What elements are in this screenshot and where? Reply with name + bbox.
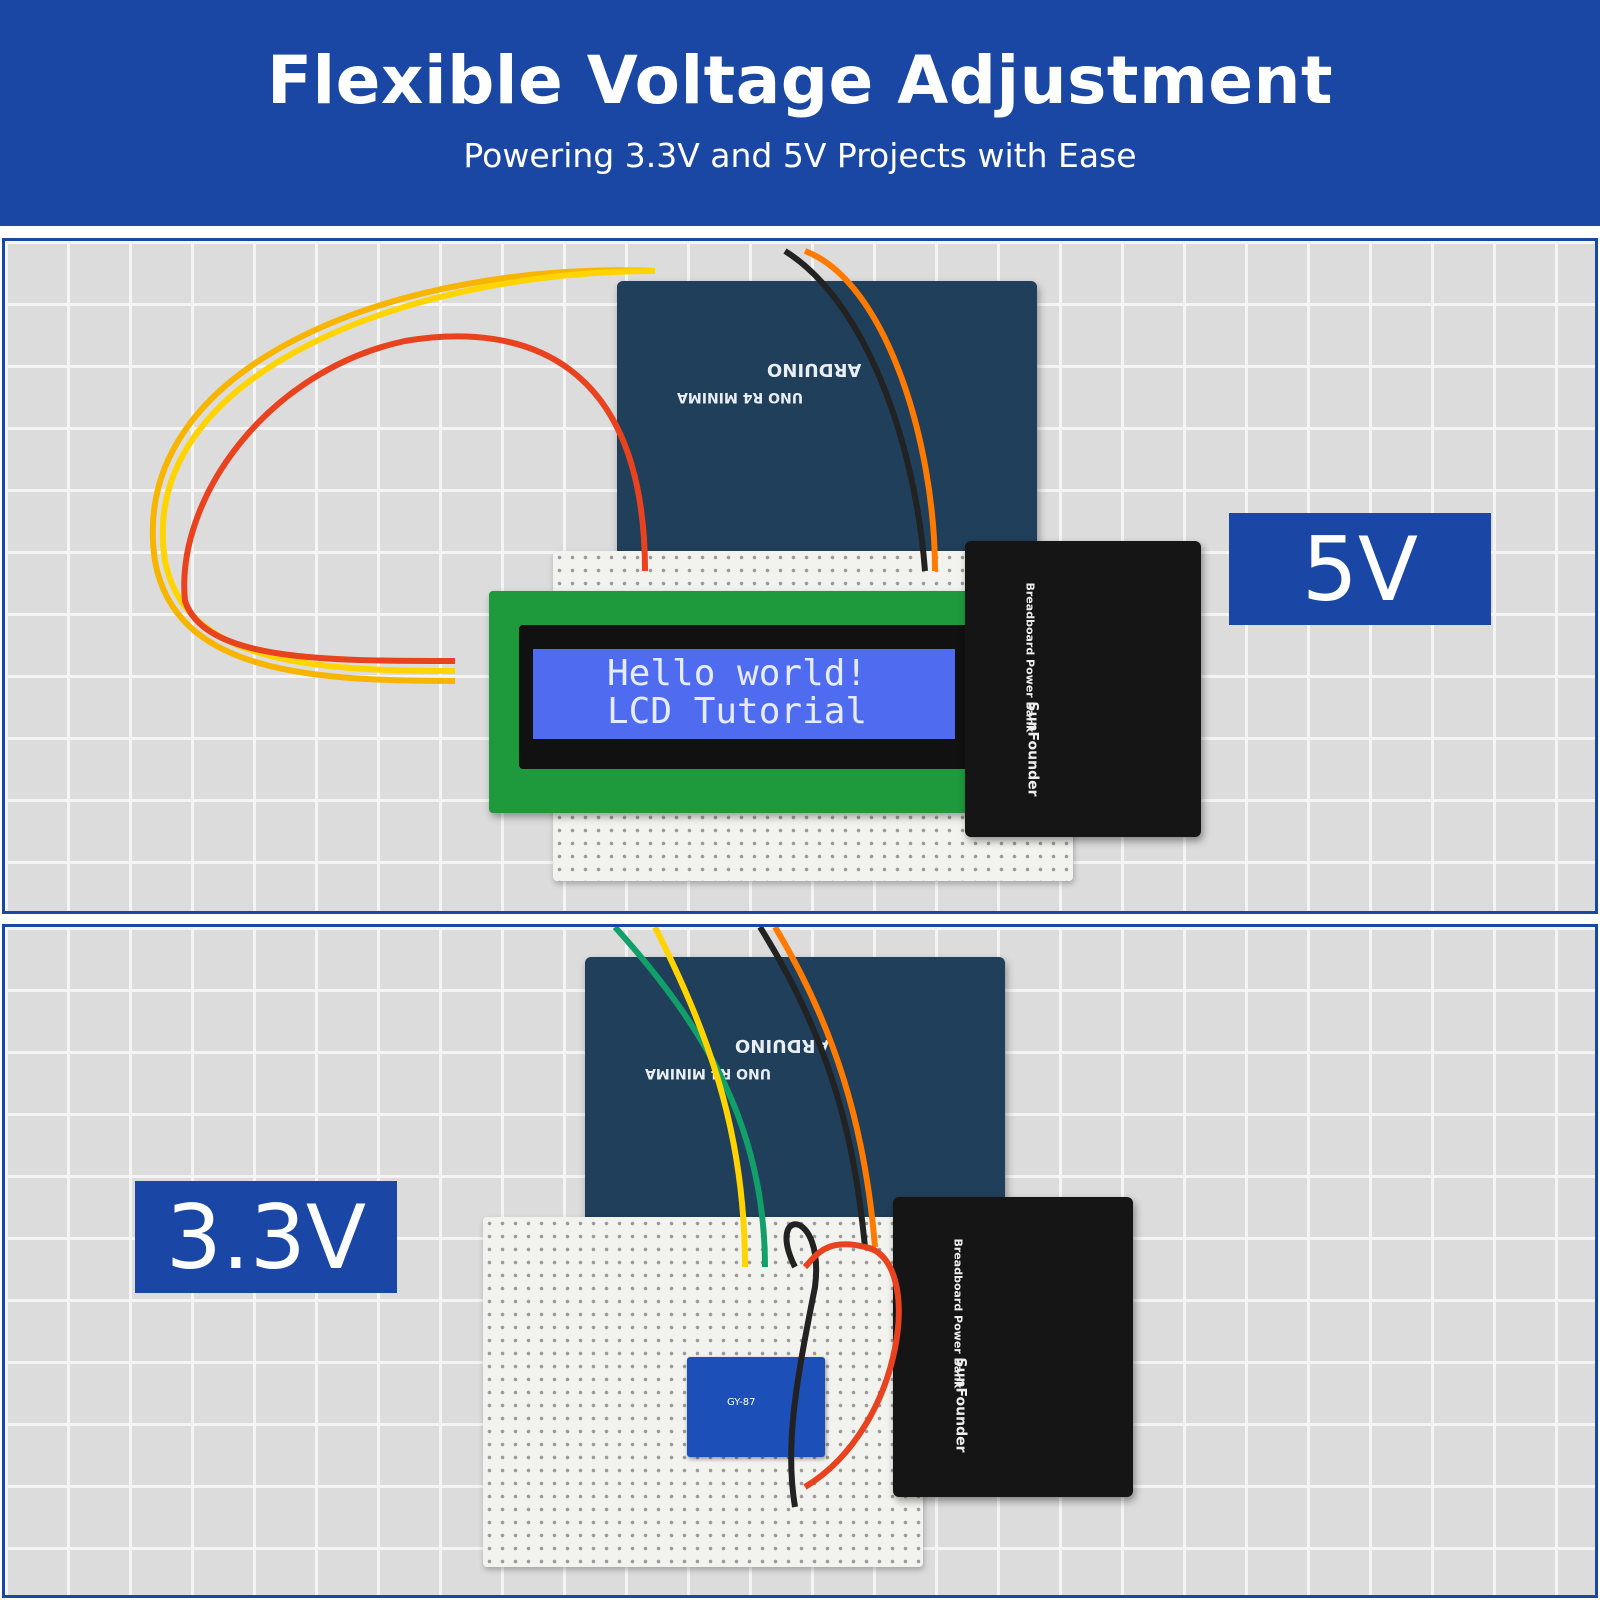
arduino-board: ARDUINO UNO R4 MINIMA [617, 281, 1037, 561]
panel-3v3-photo: ARDUINO UNO R4 MINIMA GY-87 SunFounder B… [2, 924, 1598, 1598]
lcd-line-1: Hello world! [607, 653, 868, 694]
lcd-line-2: LCD Tutorial [607, 691, 868, 732]
voltage-badge-5v: 5V [1229, 513, 1491, 625]
lcd-bezel: Hello world!LCD Tutorial [519, 625, 969, 769]
power-module: SunFounder Breadboard Power Bank [893, 1197, 1133, 1497]
panel-5v-photo: ARDUINO UNO R4 MINIMA Hello world!LCD Tu… [2, 238, 1598, 914]
jumper-wires [149, 248, 938, 684]
lcd-module: Hello world!LCD Tutorial [489, 591, 999, 813]
sensor-label: GY-87 [727, 1397, 756, 1408]
jumper-wires [612, 927, 902, 1508]
header-banner: Flexible Voltage Adjustment Powering 3.3… [0, 0, 1600, 226]
power-module: SunFounder Breadboard Power Bank [965, 541, 1201, 837]
voltage-badge-3v3: 3.3V [135, 1181, 397, 1293]
page-subtitle: Powering 3.3V and 5V Projects with Ease [463, 136, 1137, 175]
breadboard [483, 1217, 923, 1567]
page-title: Flexible Voltage Adjustment [266, 42, 1334, 119]
lcd-screen: Hello world!LCD Tutorial [533, 649, 955, 739]
